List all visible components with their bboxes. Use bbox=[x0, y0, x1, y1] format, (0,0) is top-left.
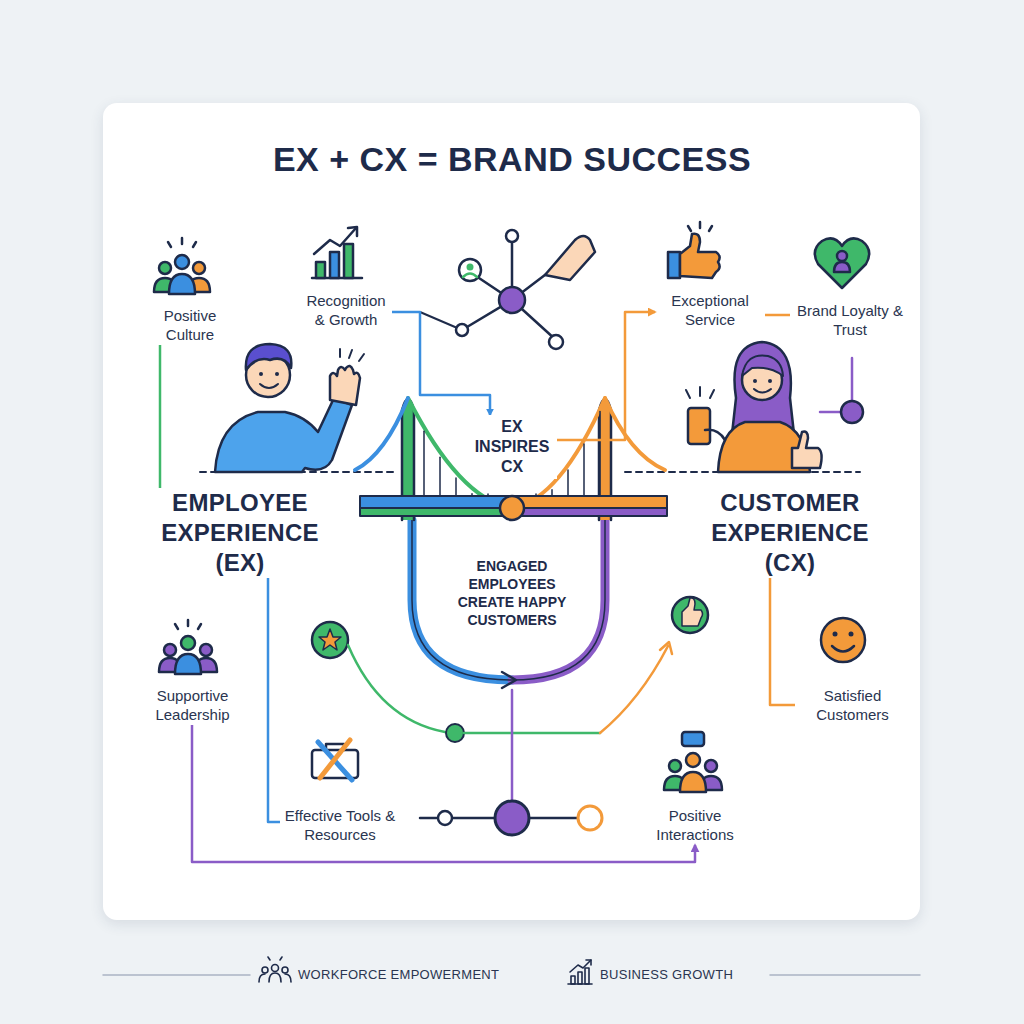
section-heading: CUSTOMER EXPERIENCE (CX) bbox=[695, 488, 885, 578]
node-text: Brand Loyalty & Trust bbox=[790, 300, 910, 340]
connector bbox=[770, 578, 795, 705]
node-text: Effective Tools & Resources bbox=[280, 805, 400, 845]
node-text: CUSTOMER EXPERIENCE (CX) bbox=[695, 488, 885, 578]
connector bbox=[557, 312, 655, 440]
icon-label: Exceptional Service bbox=[655, 290, 765, 330]
node-text: EX INSPIRES CX bbox=[467, 415, 557, 479]
node-text: ENGAGED EMPLOYEES CREATE HAPPY CUSTOMERS bbox=[447, 555, 577, 631]
icon-label: Positive Interactions bbox=[630, 805, 760, 845]
icon-label: Positive Culture bbox=[140, 305, 240, 345]
node-text: Recognition & Growth bbox=[300, 290, 392, 330]
connector bbox=[765, 314, 790, 317]
icon-label: Brand Loyalty & Trust bbox=[790, 300, 910, 340]
footer-label: BUSINESS GROWTH bbox=[600, 967, 733, 982]
icon-label: Satisfied Customers bbox=[795, 685, 910, 725]
section-heading: EMPLOYEE EXPERIENCE (EX) bbox=[145, 488, 335, 578]
icon-label: Recognition & Growth bbox=[300, 290, 392, 330]
footer-label: WORKFORCE EMPOWERMENT bbox=[298, 967, 499, 982]
node-text: Satisfied Customers bbox=[795, 685, 910, 725]
icon-label: Effective Tools & Resources bbox=[280, 805, 400, 845]
node-text: Positive Interactions bbox=[630, 805, 760, 845]
node-text: Supportive Leadership bbox=[135, 685, 250, 725]
bridge-label: EX INSPIRES CX bbox=[467, 415, 557, 479]
connector bbox=[159, 345, 162, 488]
icon-label: Supportive Leadership bbox=[135, 685, 250, 725]
node-text: Exceptional Service bbox=[655, 290, 765, 330]
connector bbox=[392, 312, 490, 415]
node-text: EMPLOYEE EXPERIENCE (EX) bbox=[145, 488, 335, 578]
bridge-caption: ENGAGED EMPLOYEES CREATE HAPPY CUSTOMERS bbox=[447, 555, 577, 631]
connector bbox=[268, 578, 280, 822]
diagram-title: EX + CX = BRAND SUCCESS bbox=[0, 140, 1024, 179]
node-text: Positive Culture bbox=[140, 305, 240, 345]
